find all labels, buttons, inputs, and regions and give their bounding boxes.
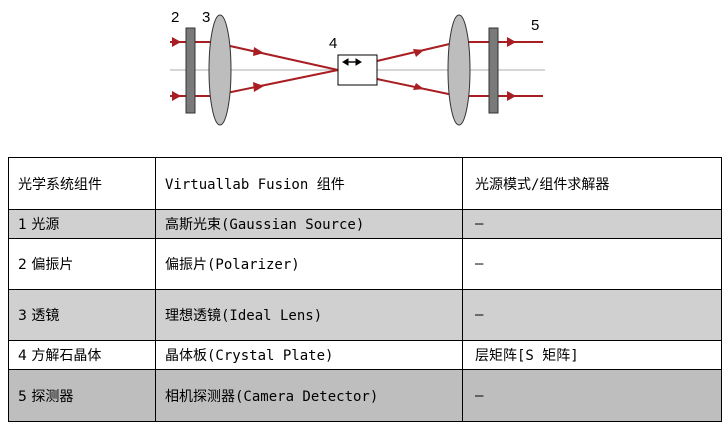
lens-input xyxy=(208,14,232,126)
label-crystal: 4 xyxy=(329,35,337,52)
cell-optical-component: 2 偏振片 xyxy=(8,238,156,290)
arrow-icon xyxy=(507,37,516,47)
cell-optical-component: 4 方解石晶体 xyxy=(8,340,156,370)
arrow-icon xyxy=(413,49,424,57)
lens-output xyxy=(447,14,471,126)
components-table: 光学系统组件 Virtuallab Fusion 组件 光源模式/组件求解器 1… xyxy=(8,157,722,422)
optical-setup-diagram: 2 3 4 5 xyxy=(170,9,545,126)
label-detector: 5 xyxy=(531,17,539,34)
arrow-icon xyxy=(253,82,264,92)
header-virtuallab-component: Virtuallab Fusion 组件 xyxy=(155,157,463,210)
cell-optical-component: 5 探测器 xyxy=(8,369,156,422)
header-optical-component: 光学系统组件 xyxy=(8,157,156,210)
table-row: 3 透镜 理想透镜(Ideal Lens) – xyxy=(8,289,722,341)
cell-optical-component: 3 透镜 xyxy=(8,289,156,341)
polarizer-plate-input xyxy=(185,27,196,114)
header-solver: 光源模式/组件求解器 xyxy=(462,157,722,210)
cell-solver: – xyxy=(462,289,722,341)
polarizer-plate-output xyxy=(488,27,499,114)
table-row: 1 光源 高斯光束(Gaussian Source) – xyxy=(8,209,722,239)
cell-virtuallab-component: 偏振片(Polarizer) xyxy=(155,238,463,290)
ray-converge-lower xyxy=(211,69,339,97)
table-row: 5 探测器 相机探测器(Camera Detector) – xyxy=(8,369,722,422)
arrow-icon xyxy=(172,37,181,47)
label-polarizer: 2 xyxy=(171,9,179,26)
cell-virtuallab-component: 相机探测器(Camera Detector) xyxy=(155,369,463,422)
double-arrow-icon xyxy=(342,58,362,66)
table-row: 2 偏振片 偏振片(Polarizer) – xyxy=(8,238,722,290)
cell-virtuallab-component: 高斯光束(Gaussian Source) xyxy=(155,209,463,239)
cell-optical-component: 1 光源 xyxy=(8,209,156,239)
table-row: 4 方解石晶体 晶体板(Crystal Plate) 层矩阵[S 矩阵] xyxy=(8,340,722,370)
cell-solver: – xyxy=(462,238,722,290)
crystal-plate-box xyxy=(337,54,378,86)
label-lens: 3 xyxy=(202,9,210,26)
arrow-icon xyxy=(413,83,424,90)
arrow-icon xyxy=(253,47,264,56)
cell-solver: – xyxy=(462,369,722,422)
cell-virtuallab-component: 晶体板(Crystal Plate) xyxy=(155,340,463,370)
cell-solver: – xyxy=(462,209,722,239)
cell-solver: 层矩阵[S 矩阵] xyxy=(462,340,722,370)
table-header-row: 光学系统组件 Virtuallab Fusion 组件 光源模式/组件求解器 xyxy=(8,157,722,210)
arrow-icon xyxy=(507,91,516,101)
cell-virtuallab-component: 理想透镜(Ideal Lens) xyxy=(155,289,463,341)
ray-arrows xyxy=(172,37,516,101)
ray-converge-upper xyxy=(211,41,339,71)
arrow-icon xyxy=(172,91,181,101)
